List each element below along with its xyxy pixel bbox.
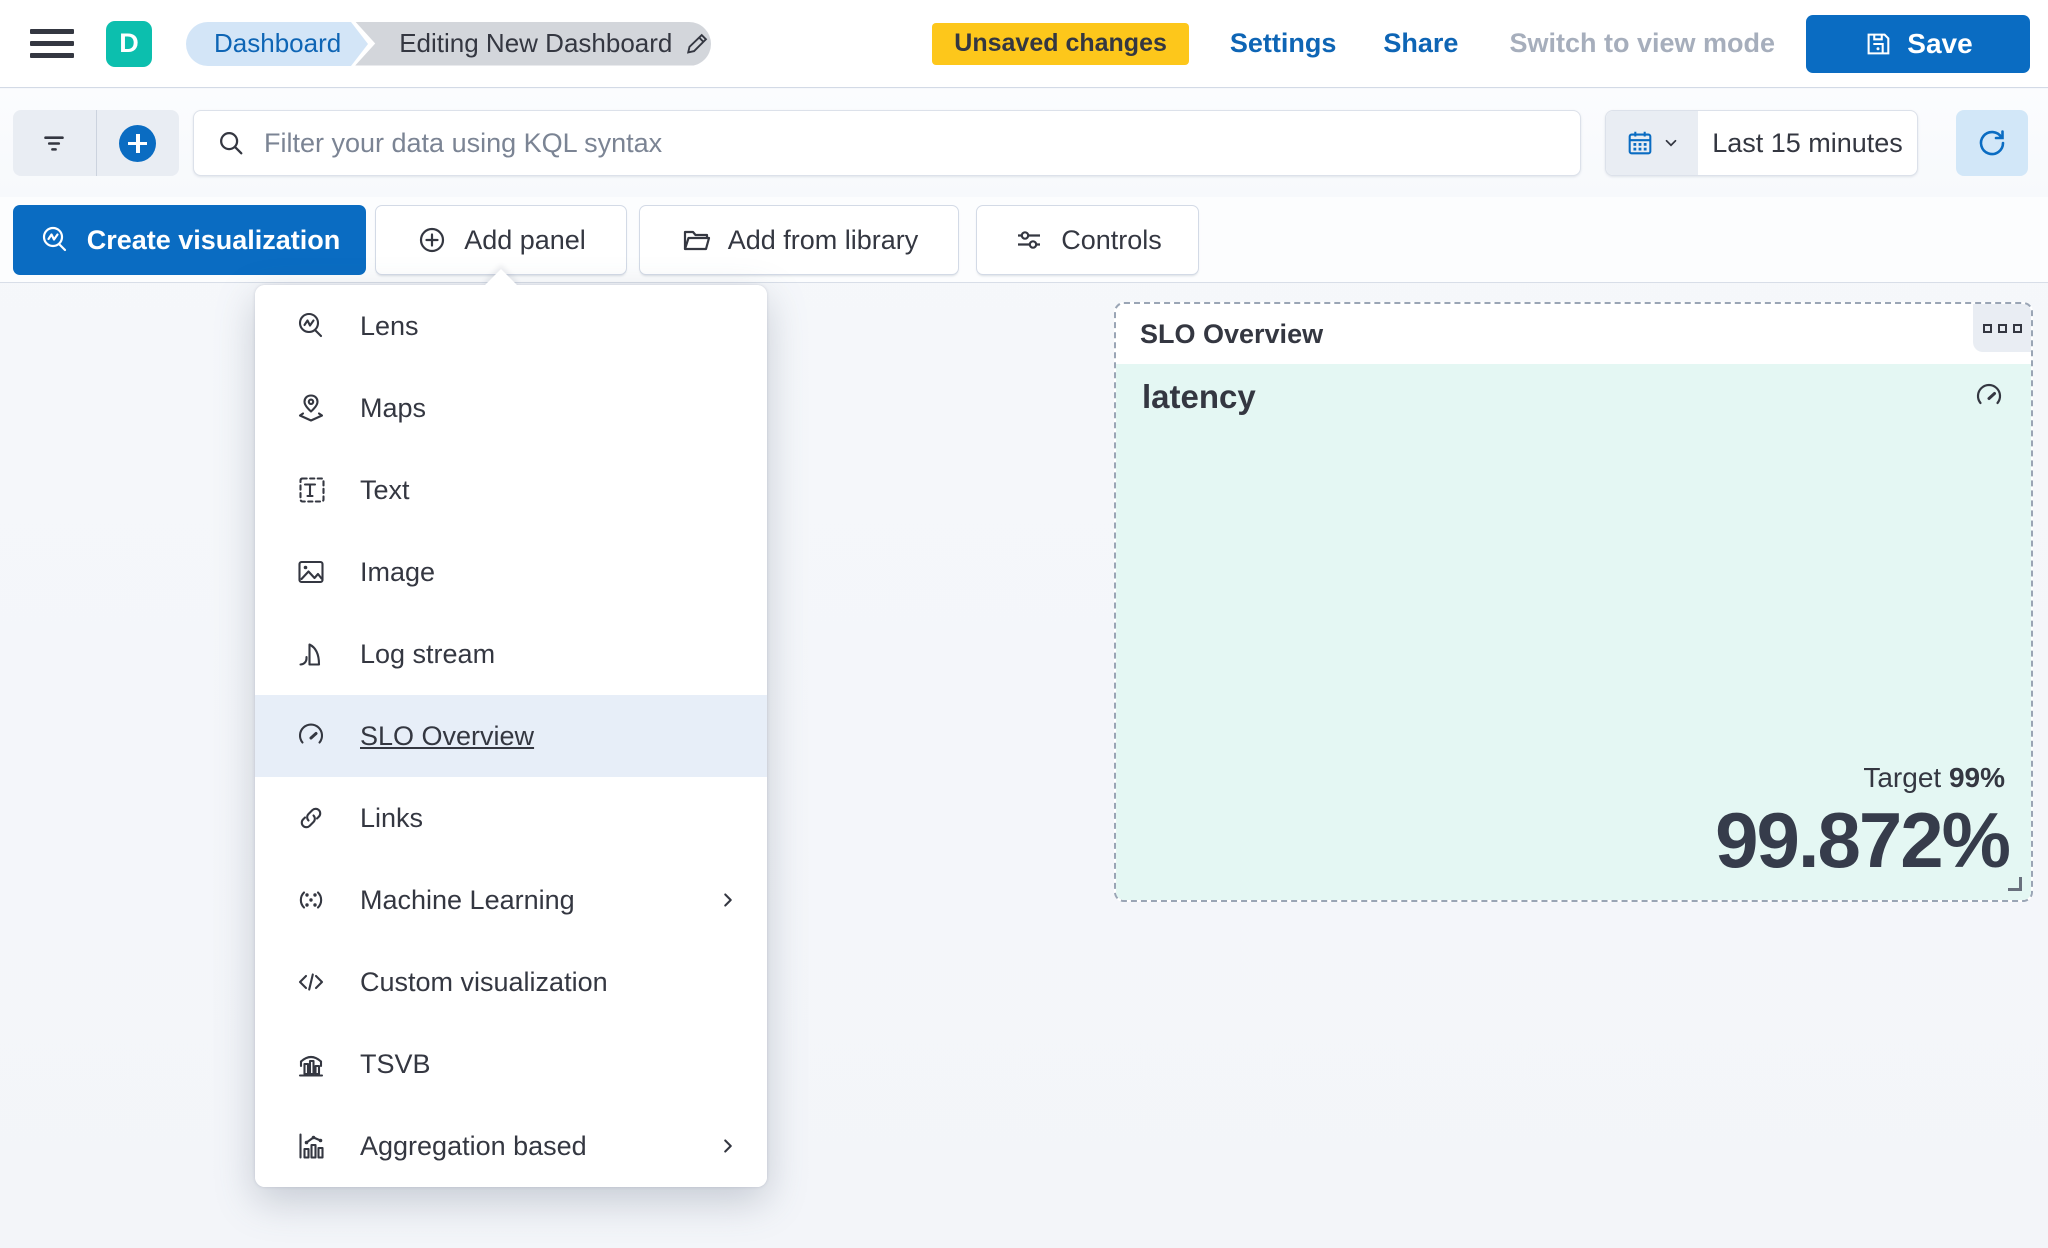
create-visualization-label: Create visualization xyxy=(86,224,341,255)
menu-item-label: Links xyxy=(360,802,424,833)
filter-icon xyxy=(37,126,71,160)
slo-metric-title: latency xyxy=(1142,378,1256,415)
time-quick-select-button[interactable] xyxy=(1606,111,1698,175)
aggregation-icon xyxy=(294,1129,328,1163)
image-icon xyxy=(294,555,328,589)
create-visualization-button[interactable]: Create visualization xyxy=(13,205,366,275)
settings-link[interactable]: Settings xyxy=(1229,28,1337,58)
hamburger-icon xyxy=(30,29,74,34)
sliders-icon xyxy=(1013,224,1045,256)
dashboard-toolbar-row: Create visualization Add panel Add from … xyxy=(0,197,2048,283)
top-header-bar: D Dashboard Editing New Dashboard Unsave… xyxy=(0,0,2048,88)
time-range-value[interactable]: Last 15 minutes xyxy=(1698,111,1917,175)
add-from-library-button[interactable]: Add from library xyxy=(639,205,959,275)
machine-learning-icon xyxy=(294,883,328,917)
calendar-icon xyxy=(1625,128,1655,158)
refresh-button[interactable] xyxy=(1956,110,2028,176)
slo-target-label: Target xyxy=(1863,762,1942,793)
panel-options-button[interactable] xyxy=(1973,304,2031,352)
menu-item-log-stream[interactable]: Log stream xyxy=(255,613,767,695)
add-filter-button[interactable] xyxy=(95,110,180,176)
breadcrumb-current-label: Editing New Dashboard xyxy=(399,28,673,58)
log-stream-icon xyxy=(294,637,328,671)
slo-value: 99.872% xyxy=(1715,796,2011,884)
code-icon xyxy=(294,965,328,999)
unsaved-changes-badge: Unsaved changes xyxy=(932,22,1189,65)
menu-item-label: SLO Overview xyxy=(360,720,535,751)
space-avatar[interactable]: D xyxy=(106,20,152,67)
search-icon xyxy=(216,128,246,158)
menu-item-label: TSVB xyxy=(360,1048,431,1079)
pencil-icon xyxy=(684,30,711,57)
save-icon xyxy=(1863,29,1893,59)
plus-in-circle-icon xyxy=(416,224,448,256)
add-panel-button[interactable]: Add panel xyxy=(375,205,627,275)
link-icon xyxy=(294,801,328,835)
maps-icon xyxy=(294,391,328,425)
menu-item-label: Log stream xyxy=(360,638,496,669)
gauge-icon xyxy=(1973,380,2005,412)
breadcrumb-dashboard-label: Dashboard xyxy=(214,28,342,58)
chevron-down-icon xyxy=(1662,134,1680,152)
header-right-actions: Unsaved changes Settings Share Switch to… xyxy=(932,14,2030,73)
panel-title: SLO Overview xyxy=(1140,318,1324,349)
folder-icon xyxy=(680,224,712,256)
slo-overview-panel[interactable]: SLO Overview latency Target 99% 99.872% xyxy=(1114,302,2033,902)
kql-search-input[interactable] xyxy=(264,127,1558,159)
menu-item-label: Lens xyxy=(360,310,419,341)
menu-item-lens[interactable]: Lens xyxy=(255,285,767,367)
menu-item-custom-visualization[interactable]: Custom visualization xyxy=(255,941,767,1023)
tsvb-icon xyxy=(294,1047,328,1081)
menu-item-slo-overview[interactable]: SLO Overview xyxy=(255,695,767,777)
kql-search-bar[interactable] xyxy=(193,110,1581,176)
refresh-icon xyxy=(1976,127,2008,159)
lens-icon xyxy=(39,224,71,256)
menu-item-label: Machine Learning xyxy=(360,884,575,915)
menu-item-tsvb[interactable]: TSVB xyxy=(255,1023,767,1105)
menu-item-links[interactable]: Links xyxy=(255,777,767,859)
switch-to-view-mode-link[interactable]: Switch to view mode xyxy=(1509,28,1775,58)
add-from-library-label: Add from library xyxy=(727,224,919,255)
add-panel-label: Add panel xyxy=(464,224,586,255)
time-range-picker: Last 15 minutes xyxy=(1605,110,1918,176)
panel-resize-handle[interactable] xyxy=(2008,877,2022,891)
breadcrumb: Dashboard Editing New Dashboard xyxy=(186,21,712,66)
chevron-right-icon xyxy=(717,889,739,911)
breadcrumb-chevron-shape xyxy=(355,21,712,66)
menu-item-maps[interactable]: Maps xyxy=(255,367,767,449)
breadcrumb-current[interactable]: Editing New Dashboard xyxy=(355,21,712,66)
filter-menu-button[interactable] xyxy=(13,110,96,176)
slo-target: Target 99% xyxy=(1863,762,2005,794)
menu-item-label: Image xyxy=(360,556,436,587)
menu-item-machine-learning[interactable]: Machine Learning xyxy=(255,859,767,941)
lens-icon xyxy=(294,309,328,343)
panel-body: latency Target 99% 99.872% xyxy=(1116,364,2031,900)
menu-item-aggregation-based[interactable]: Aggregation based xyxy=(255,1105,767,1187)
slo-target-value: 99% xyxy=(1948,762,2005,793)
gauge-icon xyxy=(294,719,328,753)
breadcrumb-dashboard[interactable]: Dashboard xyxy=(186,21,369,66)
save-button[interactable]: Save xyxy=(1806,14,2030,73)
chevron-right-icon xyxy=(717,1135,739,1157)
menu-hamburger-button[interactable] xyxy=(30,20,78,68)
query-bar-row: Last 15 minutes xyxy=(0,89,2048,197)
boxes-horizontal-icon xyxy=(1982,323,1992,333)
menu-item-text[interactable]: Text xyxy=(255,449,767,531)
controls-button[interactable]: Controls xyxy=(976,205,1199,275)
menu-item-label: Aggregation based xyxy=(360,1130,587,1161)
menu-item-label: Text xyxy=(360,474,410,505)
menu-item-image[interactable]: Image xyxy=(255,531,767,613)
plus-circle-icon xyxy=(119,124,157,162)
save-button-label: Save xyxy=(1907,27,1973,59)
controls-label: Controls xyxy=(1061,224,1162,255)
filter-controls-group xyxy=(13,110,179,176)
menu-item-label: Maps xyxy=(360,392,427,423)
text-icon xyxy=(294,473,328,507)
menu-item-label: Custom visualization xyxy=(360,966,608,997)
panel-header: SLO Overview xyxy=(1116,304,2031,364)
share-link[interactable]: Share xyxy=(1383,28,1459,58)
